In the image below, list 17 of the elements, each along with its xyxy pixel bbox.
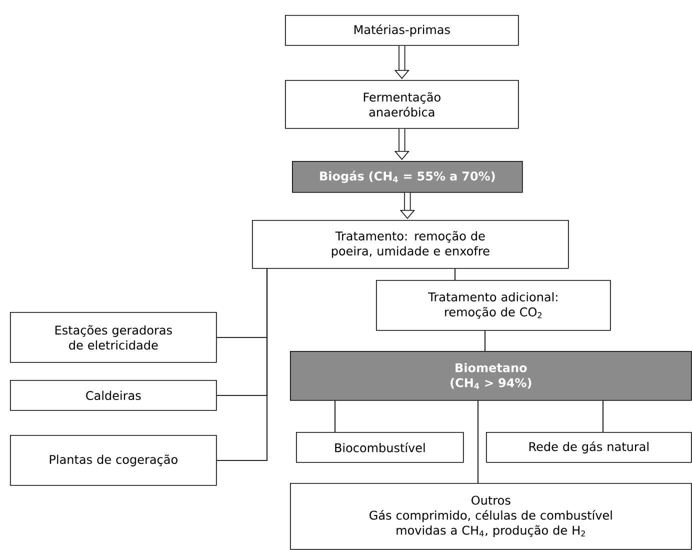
highlighted-box: Biometano (CH$_{4}$ > 94%) — [290, 351, 692, 401]
process-box: Tratamento adicional: remoção de CO$_{2}$ — [376, 280, 611, 331]
connector-line — [602, 400, 604, 432]
process-box: Caldeiras — [10, 380, 217, 411]
process-box: Outros Gás comprimido, células de combustível movidas a CH$_{4}$, produção de H$_{2}$ — [290, 483, 692, 550]
connector-line — [484, 330, 486, 352]
process-box: Estações geradoras de eletricidade — [10, 312, 217, 363]
process-box: Biocombustível — [296, 432, 464, 463]
process-box: Plantas de cogeração — [10, 435, 217, 486]
process-box: Matérias-primas — [285, 15, 519, 46]
connector-line — [216, 268, 268, 461]
connector-line — [454, 268, 456, 280]
highlighted-box: Biogás (CH$_{4}$ = 55% a 70%) — [292, 161, 523, 193]
process-box: Rede de gás natural — [486, 432, 692, 463]
process-box: Tratamento: remoção de poeira, umidade e enxofre — [252, 220, 569, 269]
process-box: Fermentação anaeróbica — [285, 80, 519, 129]
connector-line — [334, 400, 336, 432]
